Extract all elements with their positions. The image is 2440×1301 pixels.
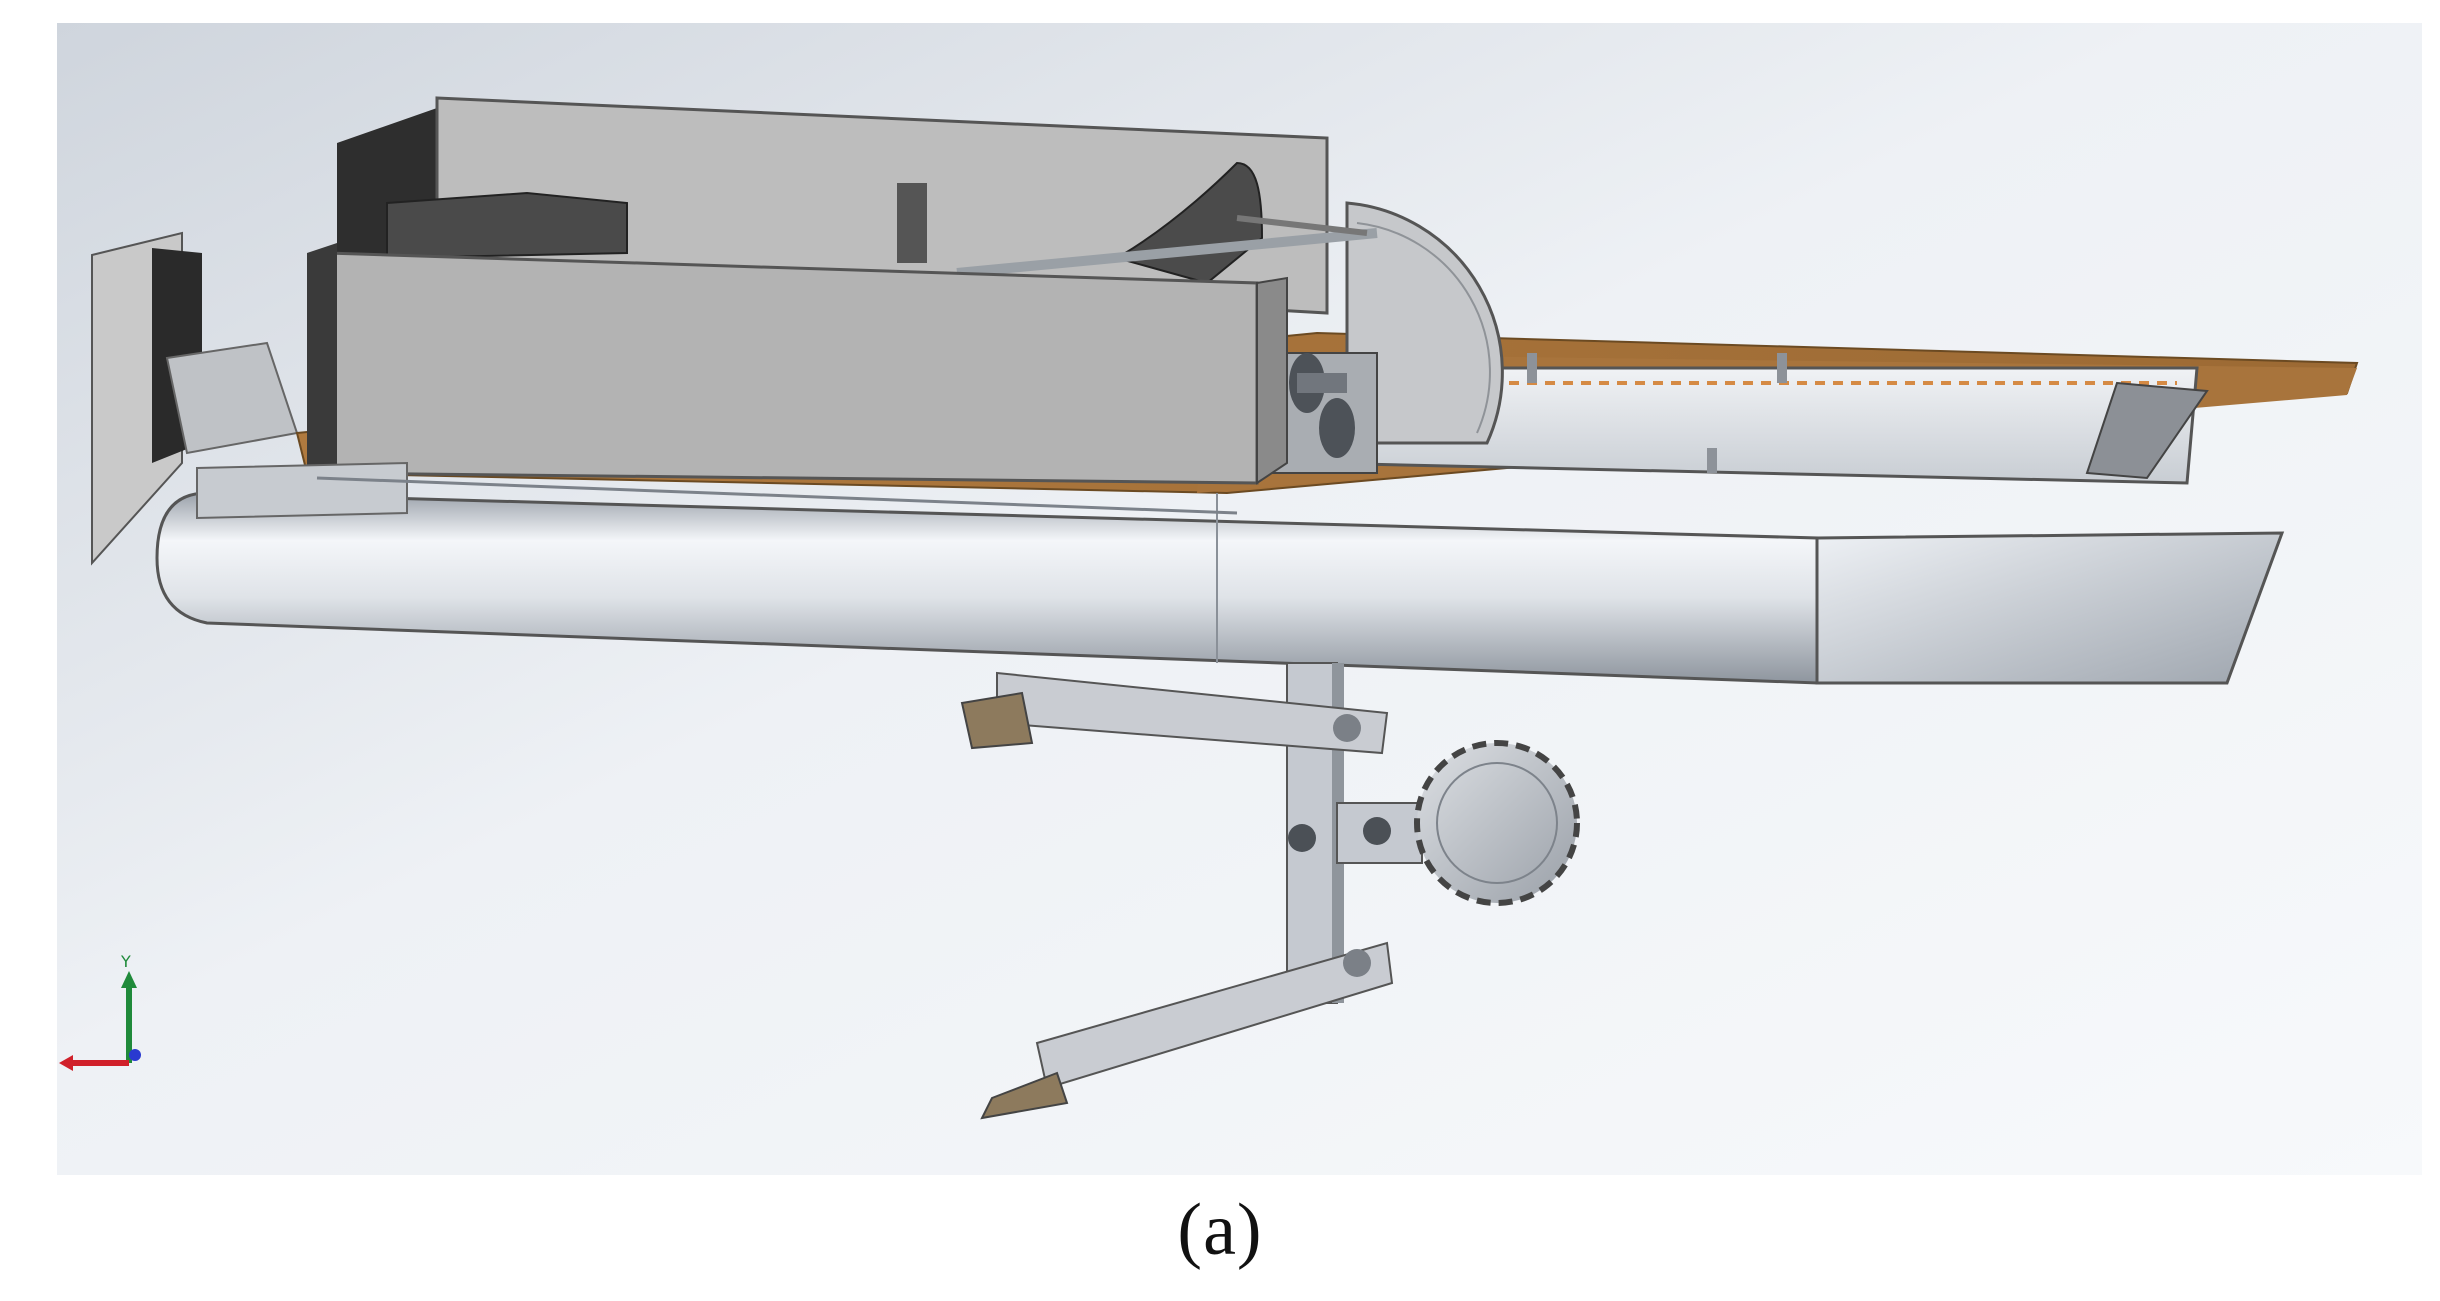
boat-model-render: Y: [57, 23, 2422, 1175]
figure-caption: (a): [1177, 1189, 1263, 1271]
deck-trough: [1315, 353, 2209, 485]
triad-y-label: Y: [120, 952, 131, 971]
depth-wheel: [1288, 740, 1580, 906]
lower-link-arm: [980, 941, 1394, 1120]
rear-box: [307, 96, 1378, 485]
cutter-disk: [1345, 201, 1504, 445]
rear-plate: [91, 231, 299, 566]
cad-viewport: Y: [57, 23, 2422, 1175]
upper-link-arm: [960, 671, 1389, 755]
coordinate-triad: Y: [59, 952, 141, 1071]
pontoon-hull: [155, 461, 2285, 685]
